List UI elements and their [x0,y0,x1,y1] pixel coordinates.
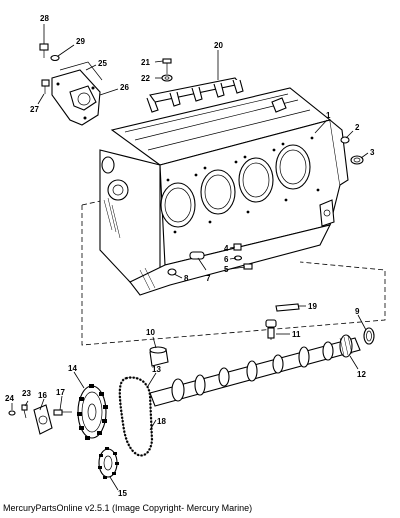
callout-9: 9 [355,307,360,316]
camshaft-front-bearing [149,346,169,367]
callout-25: 25 [98,59,107,68]
callout-27: 27 [30,105,39,114]
core-plug-small [340,136,350,144]
thrust-plate [33,404,53,435]
lifter-guide-bracket [146,77,244,113]
tapered-bushing [271,97,287,113]
callout-26: 26 [120,83,129,92]
callout-19: 19 [308,302,317,311]
callout-5: 5 [224,265,229,274]
callout-23: 23 [22,389,31,398]
callout-22: 22 [141,74,150,83]
callout-labels: 1 2 3 4 5 6 7 8 9 10 11 12 13 14 15 16 1… [5,14,375,498]
callout-29: 29 [76,37,85,46]
callout-6: 6 [224,255,229,264]
dowel-pin [167,268,177,276]
callout-24: 24 [5,394,14,403]
retainer-clip [275,303,300,312]
timing-chain [118,376,154,457]
callout-20: 20 [214,41,223,50]
camshaft-rear-bearing [363,327,375,345]
callout-16: 16 [38,391,47,400]
callout-17: 17 [56,388,65,397]
fitting-plug [233,243,242,251]
callout-14: 14 [68,364,77,373]
callout-21: 21 [141,58,150,67]
callout-7: 7 [206,274,211,283]
leader-lines [11,24,369,491]
callout-2: 2 [355,123,360,132]
sprocket-bolt [21,404,28,419]
copyright-footer: MercuryPartsOnline v2.5.1 (Image Copyrig… [3,503,253,513]
callout-28: 28 [40,14,49,23]
callout-1: 1 [326,111,331,120]
cover-washer [50,54,60,62]
cover-bolt-upper [39,43,49,58]
callout-15: 15 [118,489,127,498]
callout-3: 3 [370,148,375,157]
callout-11: 11 [292,330,301,339]
callout-4: 4 [224,244,229,253]
thrust-plate-bolt [53,409,72,416]
cover-bolt-lower [41,79,50,94]
guide-bolt [161,58,173,82]
oil-pump-shaft [265,319,277,340]
fitting-bolt [243,263,253,270]
camshaft [149,334,361,407]
rear-cover-plate [51,69,101,126]
exploded-parts-diagram: 1 2 3 4 5 6 7 8 9 10 11 12 13 14 15 16 1… [5,14,386,498]
drain-sleeve [189,251,205,260]
callout-13: 13 [152,365,161,374]
camshaft-sprocket [77,384,108,440]
core-plug-large [350,155,364,165]
callout-10: 10 [146,328,155,337]
callout-8: 8 [184,274,189,283]
callout-12: 12 [357,370,366,379]
crankshaft-sprocket [98,447,119,479]
cover-gasket [59,61,103,81]
sprocket-washer [8,410,16,416]
callout-18: 18 [157,417,166,426]
